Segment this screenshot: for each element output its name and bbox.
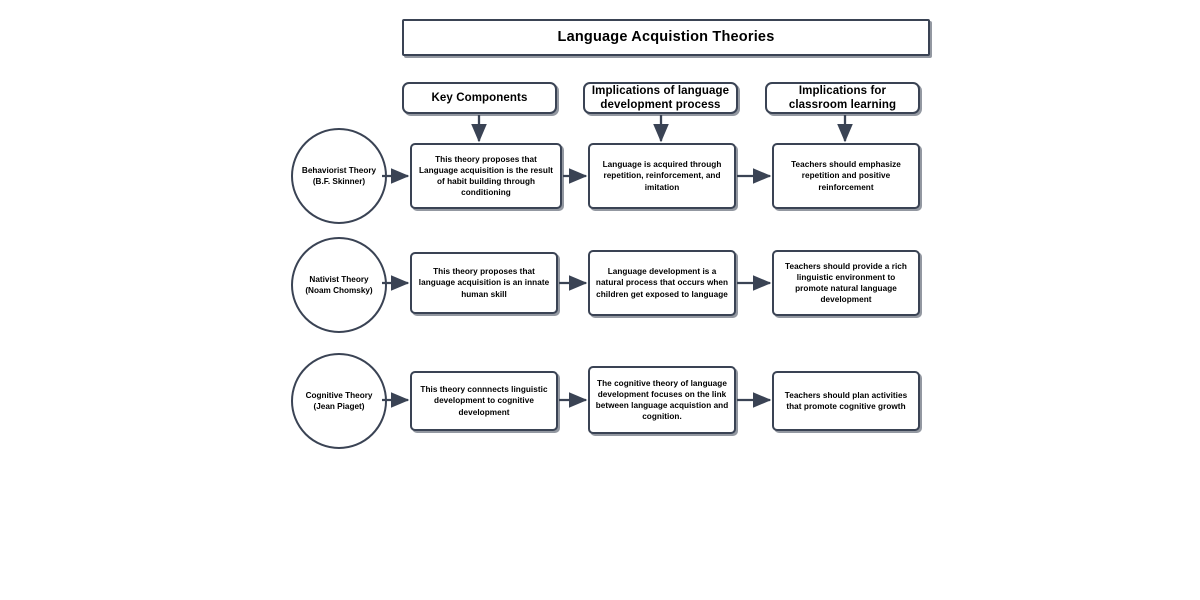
cell-text: This theory connnects linguistic develop… [420, 385, 548, 417]
cell-text: This theory proposes that Language acqui… [418, 154, 554, 198]
cell-text: Language development is a natural proces… [595, 267, 729, 299]
cell-cognitive-implications-classroom-learning[interactable]: Teachers should plan activities that pro… [772, 371, 920, 431]
theory-circle-label: Behaviorist Theory (B.F. Skinner) [301, 165, 377, 186]
column-header-label: Key Components [431, 91, 528, 104]
cell-text: Teachers should emphasize repetition and… [791, 160, 901, 192]
theory-circle-label: Nativist Theory (Noam Chomsky) [305, 274, 373, 295]
diagram-title-text: Language Acquistion Theories [557, 28, 775, 45]
cell-nativist-implications-classroom-learning[interactable]: Teachers should provide a rich linguisti… [772, 250, 920, 316]
cell-nativist-implications-language-development[interactable]: Language development is a natural proces… [588, 250, 736, 316]
theory-circle-cognitive[interactable]: Cognitive Theory (Jean Piaget) [291, 353, 387, 449]
column-header-key-components[interactable]: Key Components [402, 82, 557, 114]
cell-behaviorist-key-components[interactable]: This theory proposes that Language acqui… [410, 143, 562, 209]
column-header-implications-classroom-learning[interactable]: Implications for classroom learning [765, 82, 920, 114]
cell-text: Language is acquired through repetition,… [602, 160, 722, 192]
column-header-implications-language-development[interactable]: Implications of language development pro… [583, 82, 738, 114]
diagram-title-box: Language Acquistion Theories [402, 19, 930, 56]
column-header-label: Implications for classroom learning [788, 84, 897, 111]
theory-circle-label: Cognitive Theory (Jean Piaget) [305, 390, 373, 411]
cell-nativist-key-components[interactable]: This theory proposes that language acqui… [410, 252, 558, 314]
theory-circle-behaviorist[interactable]: Behaviorist Theory (B.F. Skinner) [291, 128, 387, 224]
cell-behaviorist-implications-classroom-learning[interactable]: Teachers should emphasize repetition and… [772, 143, 920, 209]
cell-cognitive-key-components[interactable]: This theory connnects linguistic develop… [410, 371, 558, 431]
theory-circle-nativist[interactable]: Nativist Theory (Noam Chomsky) [291, 237, 387, 333]
cell-cognitive-implications-language-development[interactable]: The cognitive theory of language develop… [588, 366, 736, 434]
cell-behaviorist-implications-language-development[interactable]: Language is acquired through repetition,… [588, 143, 736, 209]
column-header-label: Implications of language development pro… [591, 84, 730, 111]
cell-text: This theory proposes that language acqui… [418, 267, 550, 299]
cell-text: Teachers should provide a rich linguisti… [785, 261, 907, 305]
cell-text: Teachers should plan activities that pro… [784, 390, 908, 411]
cell-text: The cognitive theory of language develop… [595, 378, 729, 422]
